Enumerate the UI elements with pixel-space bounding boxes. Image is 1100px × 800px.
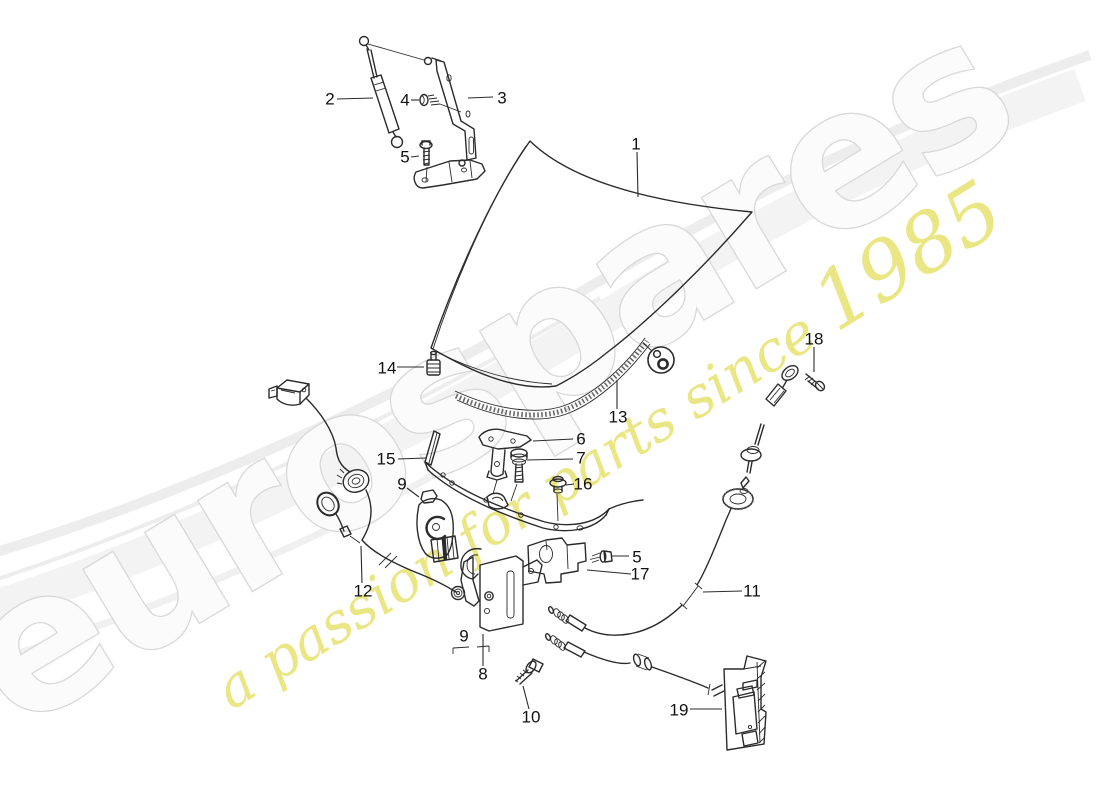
part-number-7: 7 xyxy=(576,449,585,468)
screw-5-lower xyxy=(589,550,613,563)
part-number-5a: 5 xyxy=(400,148,409,167)
connector-box xyxy=(268,379,310,406)
strut-mount-line xyxy=(367,43,425,61)
part-number-15: 15 xyxy=(377,450,396,469)
leader-line-11 xyxy=(702,590,743,593)
group-bracket-9 xyxy=(452,645,490,654)
part-number-9b: 9 xyxy=(459,627,468,646)
hood-hinge xyxy=(413,56,486,189)
background-swoosh xyxy=(0,50,1092,663)
leader-line-9a xyxy=(406,487,420,498)
leader-line-1 xyxy=(636,151,639,198)
hood-latch-8 xyxy=(460,547,543,632)
gas-strut xyxy=(358,35,425,149)
part-number-1: 1 xyxy=(631,135,640,154)
part-number-10: 10 xyxy=(522,708,541,727)
leader-line-7 xyxy=(526,458,574,461)
leader-line-17 xyxy=(586,569,632,575)
screw-4-line xyxy=(439,103,462,113)
rubber-buffer-14 xyxy=(426,350,441,376)
screw-10 xyxy=(514,658,544,685)
seal-strip-13 xyxy=(454,337,675,420)
bracket-17 xyxy=(527,537,587,584)
bowden-cable-11 xyxy=(544,507,732,697)
cable-break-marks xyxy=(378,552,398,569)
leader-line-6 xyxy=(532,438,574,442)
leader-line-12 xyxy=(360,545,363,584)
bracket-6-line xyxy=(492,479,498,495)
upper-cable-fittings xyxy=(547,606,587,632)
lower-cable-fittings xyxy=(544,633,586,658)
part-number-3: 3 xyxy=(497,89,506,108)
screw-7-line xyxy=(510,483,518,502)
leader-line-2 xyxy=(336,97,374,100)
pull-loop-handle xyxy=(316,491,361,544)
crossbar-15 xyxy=(424,430,644,532)
grommet-16 xyxy=(549,475,567,522)
diagram-drawing xyxy=(268,35,826,751)
grommet-16-line xyxy=(556,493,559,522)
part-number-4: 4 xyxy=(400,91,409,110)
part-number-19: 19 xyxy=(670,701,689,720)
part-number-8: 8 xyxy=(478,665,487,684)
screw-4 xyxy=(419,93,462,113)
latch-support-19 xyxy=(723,655,767,751)
leader-line-3 xyxy=(467,96,494,99)
screw-5-line xyxy=(425,166,428,183)
bracket-6 xyxy=(478,428,532,495)
part-number-18: 18 xyxy=(805,330,824,349)
release-cable-12 xyxy=(268,379,466,601)
hood-panel xyxy=(430,140,753,388)
part-number-2: 2 xyxy=(325,90,334,109)
screw-5-upper xyxy=(419,140,433,183)
cable-grommet xyxy=(336,468,370,493)
part-number-17: 17 xyxy=(631,565,650,584)
part-number-14: 14 xyxy=(378,359,397,378)
leader-line-16 xyxy=(565,483,575,486)
part-number-6: 6 xyxy=(576,430,585,449)
adhesive-symbol xyxy=(647,346,675,374)
lock-actuator-9 xyxy=(416,489,459,563)
part-number-13: 13 xyxy=(609,408,628,427)
screw-18 xyxy=(804,373,826,392)
leader-line-10 xyxy=(522,685,530,710)
part-number-9a: 9 xyxy=(397,475,406,494)
part-number-16: 16 xyxy=(574,475,593,494)
part-number-12: 12 xyxy=(354,582,373,601)
part-number-11: 11 xyxy=(743,582,761,601)
mid-grommet xyxy=(632,653,653,671)
part-number-5b: 5 xyxy=(632,548,641,567)
leader-line-15 xyxy=(397,457,427,460)
screw-7 xyxy=(510,448,528,502)
pull-handle-assembly xyxy=(722,365,799,510)
cable-fork-end xyxy=(711,684,725,697)
leader-line-5a xyxy=(410,155,420,158)
